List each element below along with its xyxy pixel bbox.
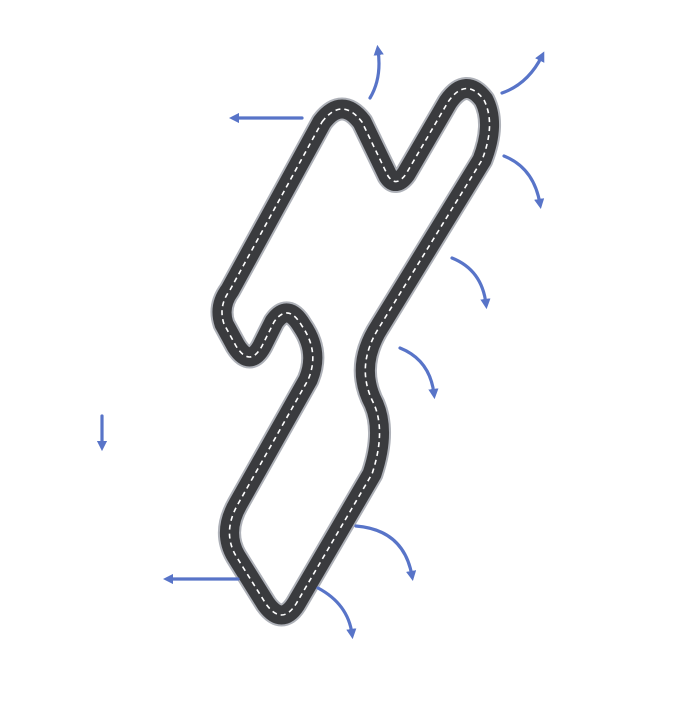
race-track	[210, 77, 501, 627]
arrow-right-down-curve-3	[398, 346, 439, 400]
direction-arrows	[96, 44, 545, 640]
arrow-up-curve	[368, 44, 384, 100]
track-centerline	[221, 87, 491, 616]
arrow-right-down-curve-4	[354, 524, 417, 582]
track-asphalt	[212, 79, 499, 625]
arrow-right-down-curve-1	[502, 154, 545, 210]
arrow-right-down-curve-5	[316, 586, 357, 640]
arrow-northeast-curve	[500, 51, 545, 95]
arrow-right-down-curve-2	[450, 256, 491, 310]
